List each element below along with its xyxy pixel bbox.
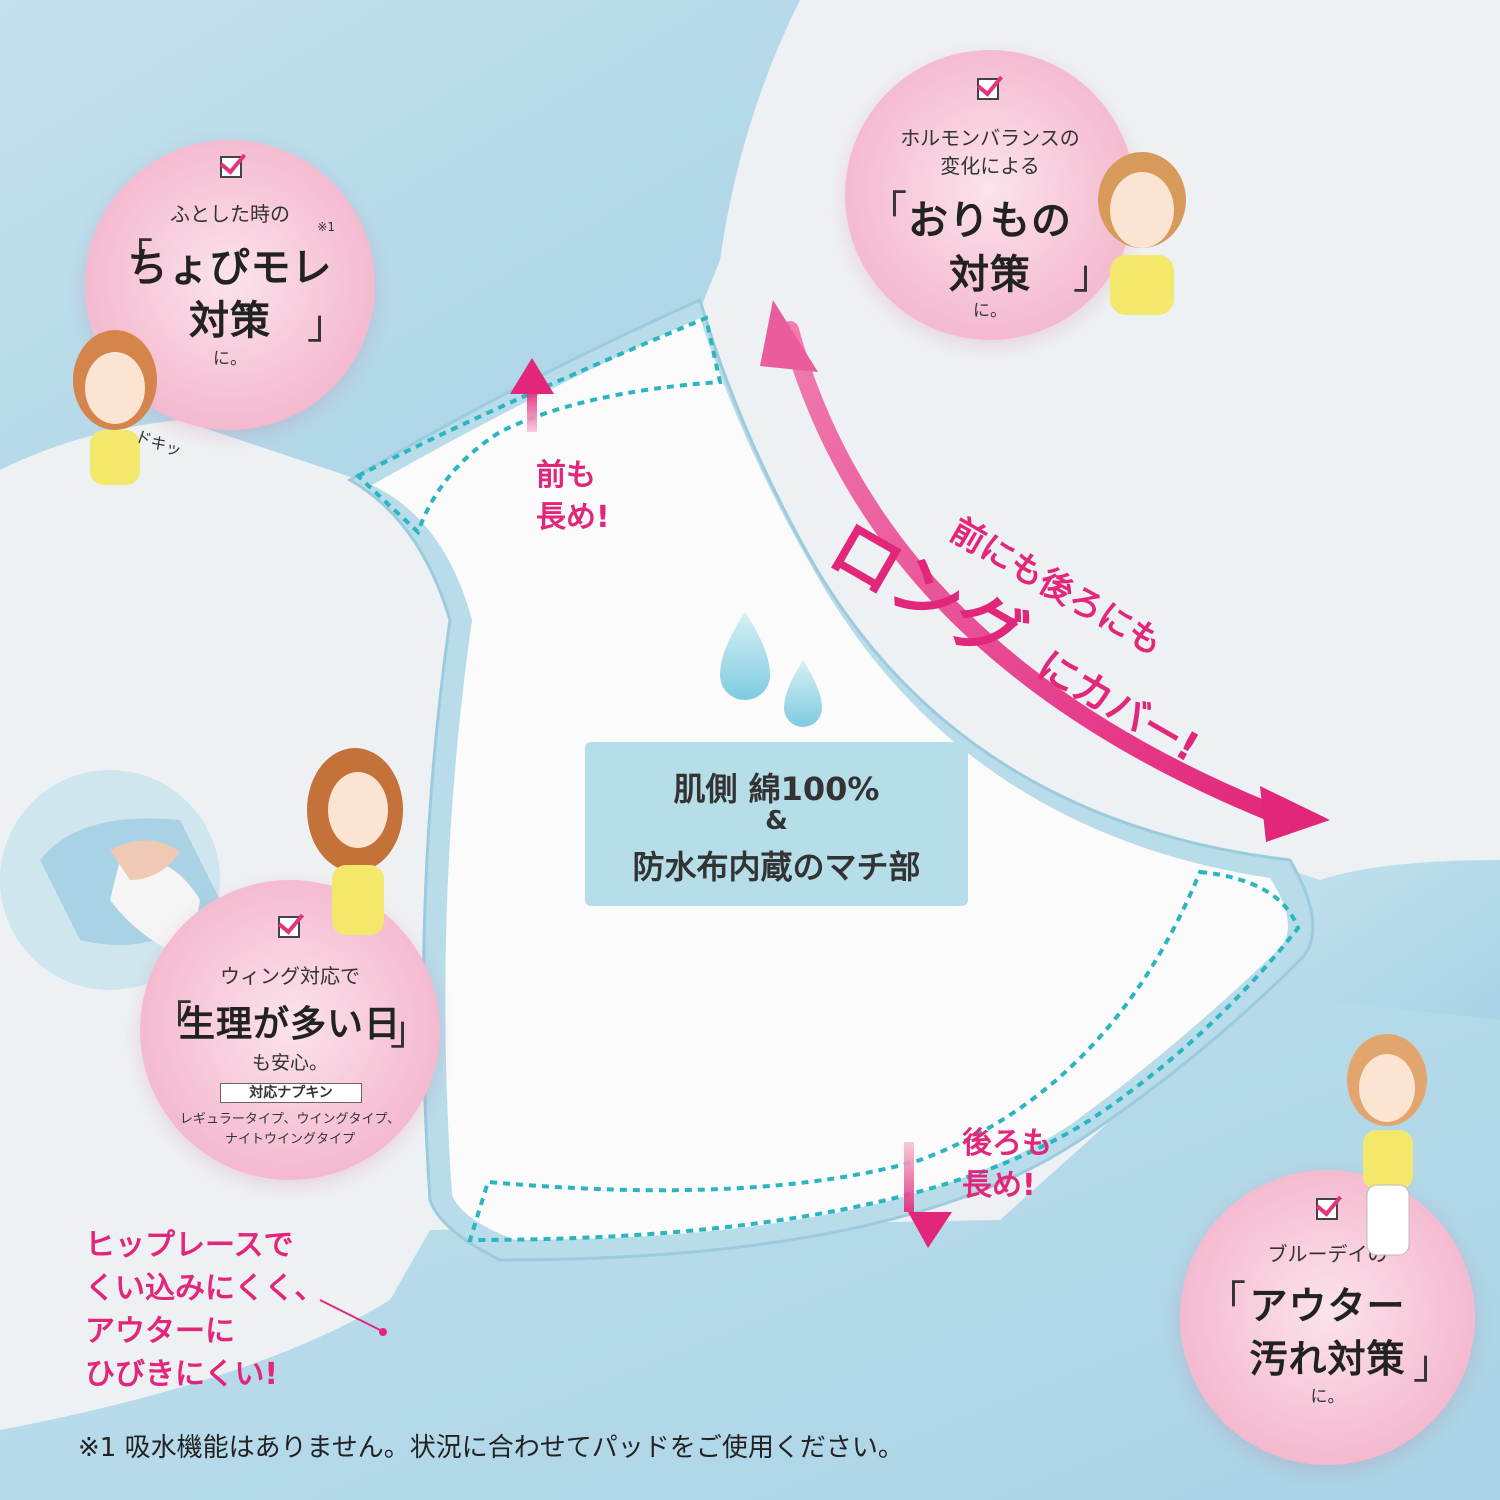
back-long-label-2: 長め! (962, 1168, 1036, 1203)
bracket-open: 「 (867, 188, 907, 234)
cover-line-2: にカバー! (1029, 642, 1207, 772)
check-icon (977, 78, 999, 100)
fabric-right (1260, 860, 1500, 1020)
napkin-list-1: レギュラータイプ、ウイングタイプ、 (179, 1112, 401, 1127)
bracket-close: 」 (307, 302, 347, 348)
bubble-small: に。 (1310, 1387, 1345, 1407)
check-icon (278, 916, 300, 938)
bubble-big: 生理が多い日 (178, 1004, 401, 1045)
bracket-open: 「 (1206, 1278, 1246, 1324)
bubble-big-1: おりもの (908, 198, 1072, 244)
bubble-lead-1: ホルモンバランスの (900, 126, 1080, 150)
bubble-orimono: ホルモンバランスの 変化による 「 おりもの 対策 」 に。 (845, 50, 1135, 340)
bubble-lead: ふとした時の (170, 202, 290, 226)
bracket-close: 」 (1073, 252, 1113, 298)
back-long-label-1: 後ろも (962, 1126, 1052, 1161)
material-line-3: 防水布内蔵のマチ部 (632, 848, 921, 886)
footnote: ※1 吸水機能はありません。状況に合わせてパッドをご使用ください。 (78, 1433, 904, 1463)
bubble-lead: ウィング対応で (220, 964, 360, 988)
water-drop-small (784, 660, 822, 727)
bubble-big-1: ちょぴモレ (127, 245, 333, 291)
bubble-small: も安心。 (251, 1052, 328, 1074)
water-drop-large (720, 612, 770, 700)
bubble-lead-2: 変化による (940, 154, 1040, 178)
bubble-big-1: アウター (1249, 1284, 1406, 1328)
bubble-seiri: ウィング対応で 「 生理が多い日 」 も安心。 対応ナプキン レギュラータイプ、… (140, 880, 440, 1180)
bubble-small: に。 (973, 301, 1007, 321)
woman-illustration-top-left (73, 330, 157, 485)
bracket-close: 」 (390, 1008, 430, 1054)
bubble-big-2: 対策 (949, 252, 1031, 298)
woman-illustration-bottom-right (1347, 1034, 1427, 1256)
bracket-open: 「 (113, 236, 153, 282)
napkin-list-2: ナイトウイングタイプ (224, 1132, 355, 1147)
bubble-big-2: 汚れ対策 (1249, 1337, 1406, 1381)
cover-big: ロング (815, 505, 1039, 682)
woman-illustration-top-right (1098, 152, 1186, 315)
check-icon (220, 156, 242, 178)
long-cover-arrow (781, 321, 1299, 829)
hip-lace-4: ひびきにくい! (85, 1357, 279, 1392)
hip-lace-2: くい込みにくく、 (85, 1271, 325, 1306)
hip-lace-3: アウターに (85, 1314, 235, 1349)
material-info-box: 肌側 綿100% & 防水布内蔵のマチ部 (585, 742, 968, 906)
hip-lace-1: ヒップレースで (85, 1228, 294, 1263)
bubble-small: に。 (213, 349, 247, 369)
bubble-outer: ブルーデイの 「 アウター 汚れ対策 」 に。 (1180, 1170, 1475, 1465)
bracket-close: 」 (1413, 1342, 1453, 1388)
fabric-bottom (0, 900, 1500, 1500)
napkin-tag: 対応ナプキン (220, 1083, 362, 1103)
bubble-big-2: 対策 (189, 298, 271, 344)
footnote-mark: ※1 (317, 220, 335, 234)
check-icon (1316, 1198, 1338, 1220)
material-line-2: & (765, 806, 788, 836)
material-line-1: 肌側 綿100% (673, 770, 880, 808)
bracket-open: 「 (152, 998, 192, 1044)
front-dash-zone (354, 315, 723, 536)
front-long-label-1: 前も (536, 458, 596, 493)
front-long-label-2: 長め! (536, 500, 610, 535)
woman-illustration-mid (307, 748, 403, 935)
back-dash-zone (467, 869, 1301, 1243)
